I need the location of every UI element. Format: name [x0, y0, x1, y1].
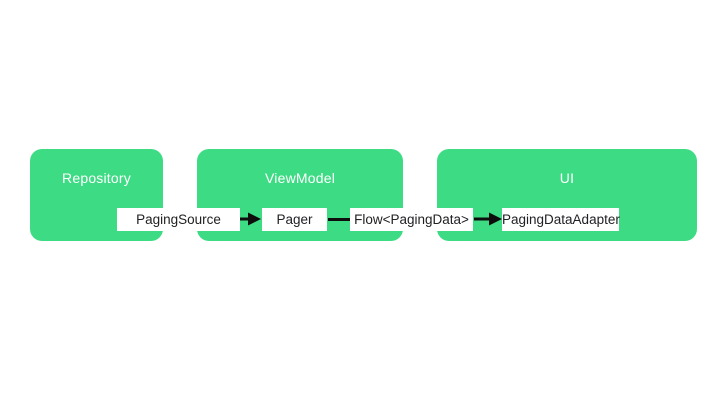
container-viewmodel-title: ViewModel [264, 170, 336, 186]
node-flow-pagingdata: Flow<PagingData> [350, 208, 473, 231]
arrow-flow-to-adapter-icon [474, 212, 502, 226]
node-pager: Pager [262, 208, 327, 231]
arrow-pagingsource-to-pager-icon [240, 212, 261, 226]
node-pagingsource: PagingSource [117, 208, 240, 231]
line-pager-to-flow [328, 218, 350, 221]
container-ui-title: UI [559, 170, 575, 186]
container-repository-title: Repository [62, 170, 131, 186]
node-pagingdataadapter: PagingDataAdapter [502, 208, 620, 231]
container-repository: Repository [30, 149, 163, 241]
